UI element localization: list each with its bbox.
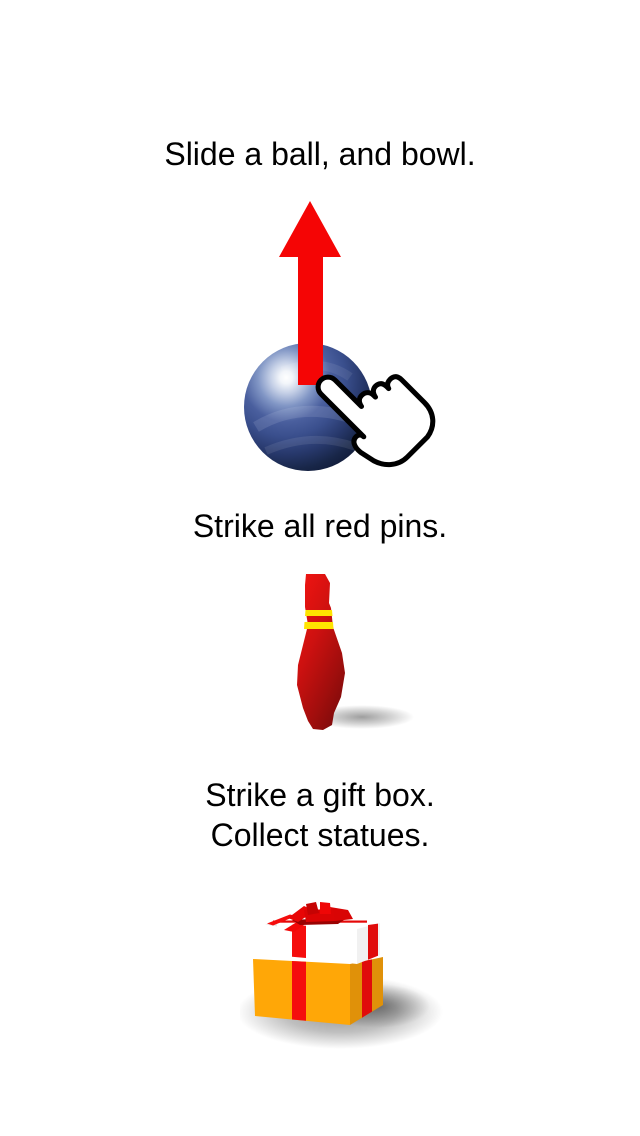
ball-marble-streak [264, 435, 358, 455]
ribbon-lid-front [292, 924, 306, 958]
ribbon-lid-right [368, 923, 378, 960]
ribbon-right [362, 959, 372, 1018]
instruction-gift-line2: Collect statues. [210, 817, 430, 853]
red-pin-illustration [297, 574, 414, 730]
ribbon-tail-left [267, 914, 296, 926]
pin-shadow [310, 705, 414, 729]
ribbon-front [292, 961, 306, 1021]
bow-prong-right [320, 902, 331, 914]
instruction-slide-ball: Slide a ball, and bowl. [164, 136, 476, 172]
gift-box-illustration [240, 902, 443, 1049]
bowl-gesture-illustration [244, 201, 436, 471]
gift-bow-icon [288, 902, 353, 925]
instruction-gift-line1: Strike a gift box. [205, 777, 435, 813]
gift-box-icon [253, 902, 383, 1025]
pin-stripe [305, 610, 333, 616]
bow-right-loop [330, 907, 353, 921]
hand-pointer-icon [315, 374, 436, 468]
instruction-gift: Strike a gift box. Collect statues. [0, 775, 640, 855]
red-up-arrow-icon [279, 201, 341, 385]
pin-stripe [304, 622, 334, 629]
red-bowling-pin-icon [297, 574, 345, 730]
bow-prong-left [306, 902, 319, 915]
instruction-strike-pins: Strike all red pins. [192, 508, 448, 544]
